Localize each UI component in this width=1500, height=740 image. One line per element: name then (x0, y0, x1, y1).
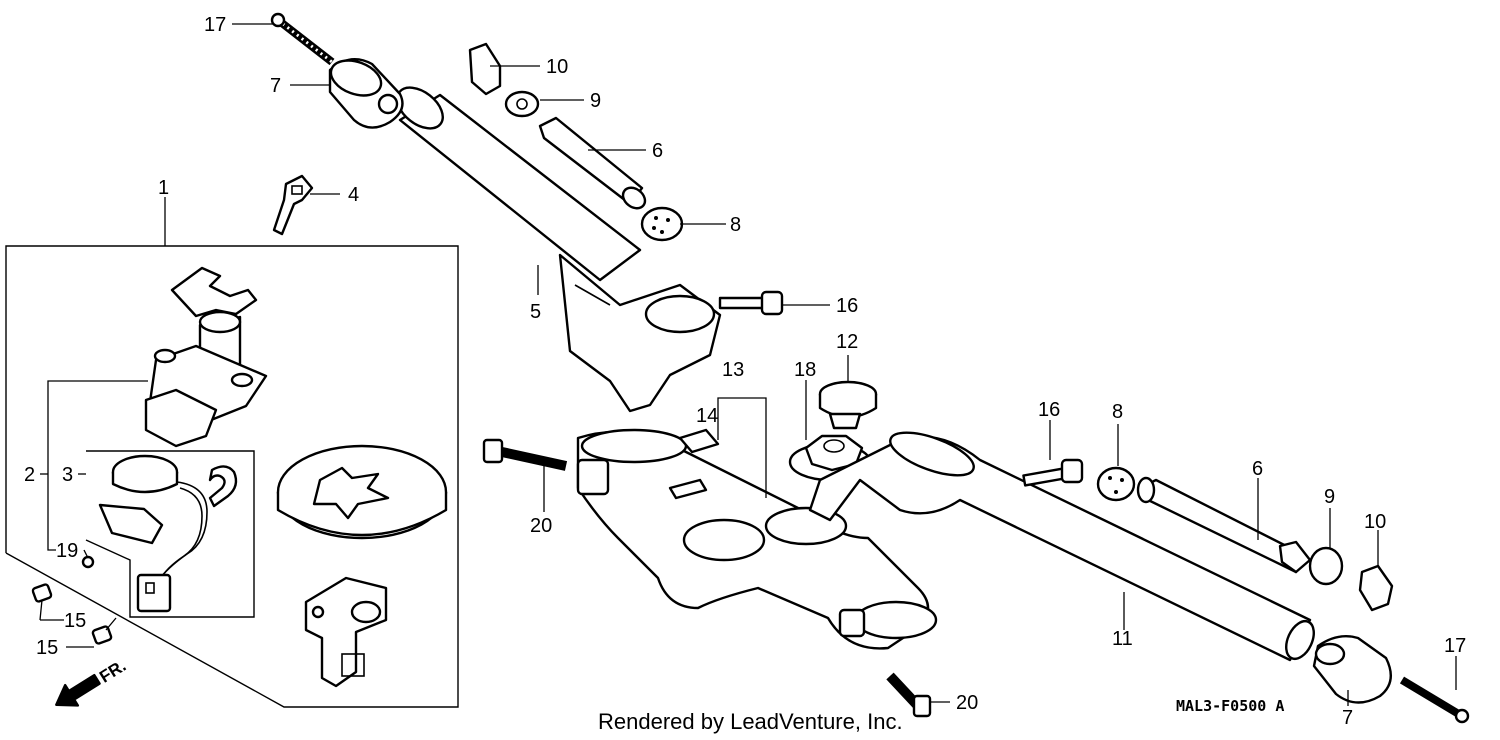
right-small-parts (1096, 466, 1394, 612)
callout-5: 5 (530, 301, 541, 323)
callout-20: 20 (530, 515, 552, 537)
bolt-16-right-part (1022, 458, 1084, 487)
callout-15-lower: 15 (36, 637, 58, 659)
cap-12-part (818, 380, 878, 430)
callout-17-right: 17 (1444, 635, 1466, 657)
callout-8-right: 8 (1112, 401, 1123, 423)
callout-13: 13 (722, 359, 744, 381)
callout-6: 6 (652, 140, 663, 162)
callout-15: 15 (64, 610, 86, 632)
callout-16: 16 (836, 295, 858, 317)
ignition-switch-part (144, 266, 268, 448)
diagram-code: MAL3-F0500 A (1176, 697, 1284, 715)
handlebar-right-part (808, 431, 1315, 662)
callout-3: 3 (62, 464, 73, 486)
bolt-20-left-part (482, 438, 568, 471)
credit-text: Rendered by LeadVenture, Inc. (598, 709, 903, 734)
callout-14: 14 (696, 405, 718, 427)
callout-11: 11 (1112, 628, 1133, 650)
stem-nut-part (788, 434, 872, 482)
screw-17-lower-part (1399, 676, 1470, 724)
front-label: FR. (96, 656, 129, 687)
callout-4: 4 (348, 184, 359, 206)
bolt-16-upper-part (718, 290, 784, 316)
callout-20-lower: 20 (956, 692, 978, 714)
bar-end-weight-lower-part (1312, 635, 1392, 704)
bolt-20-lower-part (886, 672, 932, 718)
callout-labels: 17 7 10 9 6 8 1 4 5 16 12 13 18 14 16 8 … (24, 14, 1466, 729)
callout-17: 17 (204, 14, 226, 36)
callout-2: 2 (24, 464, 35, 486)
callout-7: 7 (270, 75, 281, 97)
upper-small-parts (468, 42, 684, 242)
top-bridge-part (576, 428, 938, 650)
callout-18: 18 (794, 359, 816, 381)
key-part (272, 174, 340, 236)
callout-9: 9 (590, 90, 601, 112)
bolt-15-parts (31, 583, 117, 645)
plate-14-part (678, 428, 720, 454)
front-direction-arrow: FR. (55, 656, 129, 707)
handlebar-left-part (396, 86, 722, 413)
callout-16-right: 16 (1038, 399, 1060, 421)
switch-base-part (81, 454, 238, 613)
callout-1: 1 (158, 177, 169, 199)
leader-lines (40, 23, 1457, 706)
ignition-cap-part (276, 444, 448, 540)
callout-9-right: 9 (1324, 486, 1335, 508)
screw-17-upper-part (270, 12, 335, 66)
ignition-kit-frame (5, 197, 459, 708)
callout-7-right: 7 (1342, 707, 1353, 729)
lock-bracket-part (304, 576, 388, 688)
callout-10-right: 10 (1364, 511, 1386, 533)
callout-6-right: 6 (1252, 458, 1263, 480)
callout-12: 12 (836, 331, 858, 353)
bar-end-weight-upper-part (328, 58, 404, 129)
callout-19: 19 (56, 540, 78, 562)
callout-10: 10 (546, 56, 568, 78)
callout-8: 8 (730, 214, 741, 236)
